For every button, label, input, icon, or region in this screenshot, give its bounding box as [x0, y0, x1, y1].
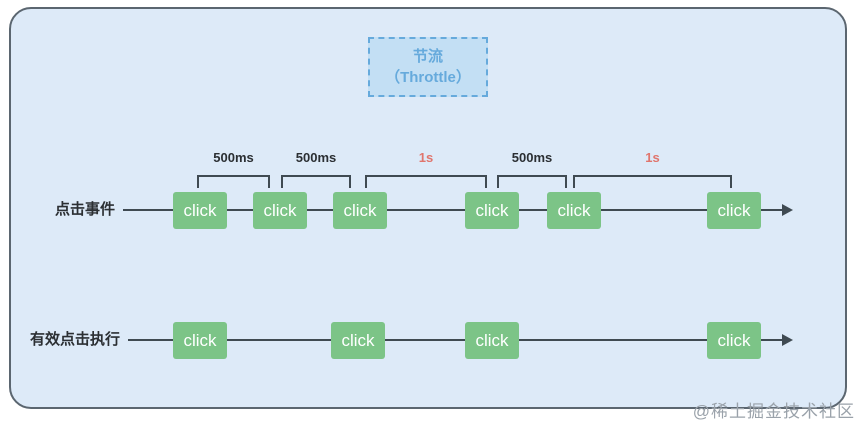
click-box: click [465, 192, 519, 229]
title-line-cn: 节流 [412, 48, 443, 65]
click-box: click [707, 322, 761, 359]
click-box: click [465, 322, 519, 359]
timeline-line [128, 339, 784, 341]
interval-label: 500ms [511, 150, 553, 165]
arrow-right-icon [782, 204, 793, 216]
interval-bracket [365, 175, 487, 188]
click-box: click [253, 192, 307, 229]
interval-bracket [573, 175, 732, 188]
click-box: click [333, 192, 387, 229]
interval-label: 1s [418, 150, 434, 165]
arrow-right-icon [782, 334, 793, 346]
click-box: click [173, 322, 227, 359]
interval-label: 500ms [295, 150, 337, 165]
interval-bracket [281, 175, 351, 188]
row-label: 点击事件 [55, 201, 116, 218]
click-box: click [547, 192, 601, 229]
interval-label: 500ms [213, 150, 254, 165]
row-label: 有效点击执行 [30, 331, 121, 348]
watermark: @稀土掘金技术社区 [692, 402, 855, 421]
timeline-line [123, 209, 784, 211]
throttle-title-box: 节流 （Throttle） [368, 37, 488, 97]
interval-label: 1s [645, 150, 660, 165]
click-box: click [707, 192, 761, 229]
interval-bracket [497, 175, 567, 188]
click-box: click [173, 192, 227, 229]
interval-bracket [197, 175, 270, 188]
click-box: click [331, 322, 385, 359]
title-line-en: （Throttle） [385, 69, 471, 86]
